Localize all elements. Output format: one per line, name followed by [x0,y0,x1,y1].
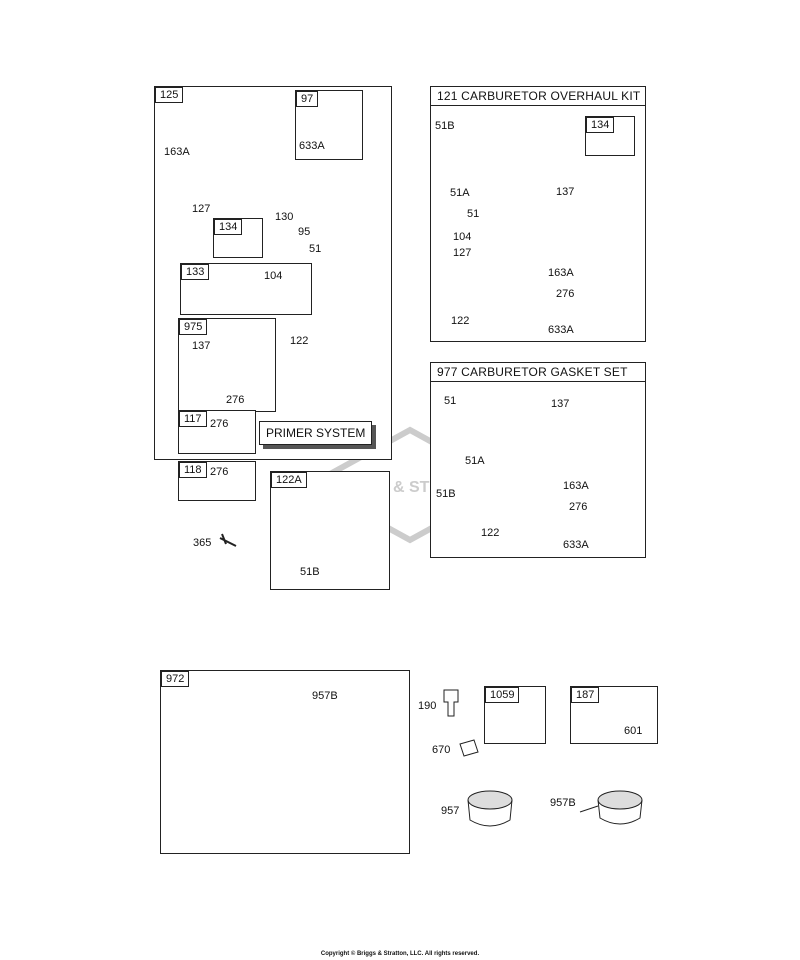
kit-label-104[interactable]: 104 [453,231,472,243]
set-label-51b[interactable]: 51B [436,488,456,500]
bolt-365-drawing [219,533,237,547]
kit-label-51a[interactable]: 51A [450,187,470,199]
adapter-box [270,471,390,590]
set-label-137[interactable]: 137 [551,398,570,410]
tank-label-601[interactable]: 601 [624,725,643,737]
part-label-104[interactable]: 104 [264,270,283,282]
part-label-95[interactable]: 95 [298,226,311,238]
fuel-cap-957-drawing [467,790,513,827]
kit-label-122[interactable]: 122 [451,315,470,327]
tank-label-957b[interactable]: 957B [312,690,338,702]
part-label-127[interactable]: 127 [192,203,211,215]
group-tag-1059[interactable]: 1059 [485,687,520,703]
kit-label-51[interactable]: 51 [467,208,480,220]
tank-label-957[interactable]: 957 [441,805,460,817]
group-tag-117[interactable]: 117 [179,411,207,427]
tank-label-190[interactable]: 190 [418,700,437,712]
primer-system-label: PRIMER SYSTEM [259,421,373,445]
group-tag-972[interactable]: 972 [161,671,190,687]
tank-label-670[interactable]: 670 [432,744,451,756]
group-tag-97[interactable]: 97 [296,91,319,107]
kit-label-137[interactable]: 137 [556,186,575,198]
group-tag-975[interactable]: 975 [179,319,208,335]
group-tag-125[interactable]: 125 [155,87,184,103]
primer-118-box [178,461,256,501]
gasket-set-box: 977 CARBURETOR GASKET SET [430,362,646,558]
group-tag-133[interactable]: 133 [181,264,210,280]
set-label-633a[interactable]: 633A [563,539,589,551]
part-label-130[interactable]: 130 [275,211,294,223]
kit-label-276[interactable]: 276 [556,288,575,300]
part-label-137[interactable]: 137 [192,340,211,352]
kit-label-51b[interactable]: 51B [435,120,455,132]
part-label-276-kit[interactable]: 276 [226,394,245,406]
group-tag-122a[interactable]: 122A [271,472,307,488]
set-label-51a[interactable]: 51A [465,455,485,467]
fuel-tank-box [160,670,410,854]
part-label-633a[interactable]: 633A [299,140,325,152]
part-label-365[interactable]: 365 [193,537,212,549]
set-label-51[interactable]: 51 [444,395,457,407]
group-tag-overhaul-134[interactable]: 134 [586,117,615,133]
part-label-163a[interactable]: 163A [164,146,190,158]
part-label-51[interactable]: 51 [309,243,322,255]
kit-label-163a[interactable]: 163A [548,267,574,279]
set-label-163a[interactable]: 163A [563,480,589,492]
overhaul-kit-title[interactable]: 121 CARBURETOR OVERHAUL KIT [431,87,645,106]
part-label-276-primer[interactable]: 276 [210,418,229,430]
kit-label-633a[interactable]: 633A [548,324,574,336]
part-label-51b-adapter[interactable]: 51B [300,566,320,578]
gasket-set-title[interactable]: 977 CARBURETOR GASKET SET [431,363,645,382]
group-tag-187[interactable]: 187 [571,687,600,703]
vented-cap-957b-2-drawing [579,790,643,825]
kit-label-127[interactable]: 127 [453,247,472,259]
group-tag-134[interactable]: 134 [214,219,243,235]
group-tag-118[interactable]: 118 [179,462,207,478]
tank-label-957b-2[interactable]: 957B [550,797,576,809]
copyright-notice: Copyright © Briggs & Stratton, LLC. All … [320,951,480,957]
fitting-190-drawing [443,689,459,717]
part-label-122[interactable]: 122 [290,335,309,347]
bushing-670-drawing [459,739,479,757]
set-label-276[interactable]: 276 [569,501,588,513]
set-label-122[interactable]: 122 [481,527,500,539]
part-label-276-primer-118[interactable]: 276 [210,466,229,478]
